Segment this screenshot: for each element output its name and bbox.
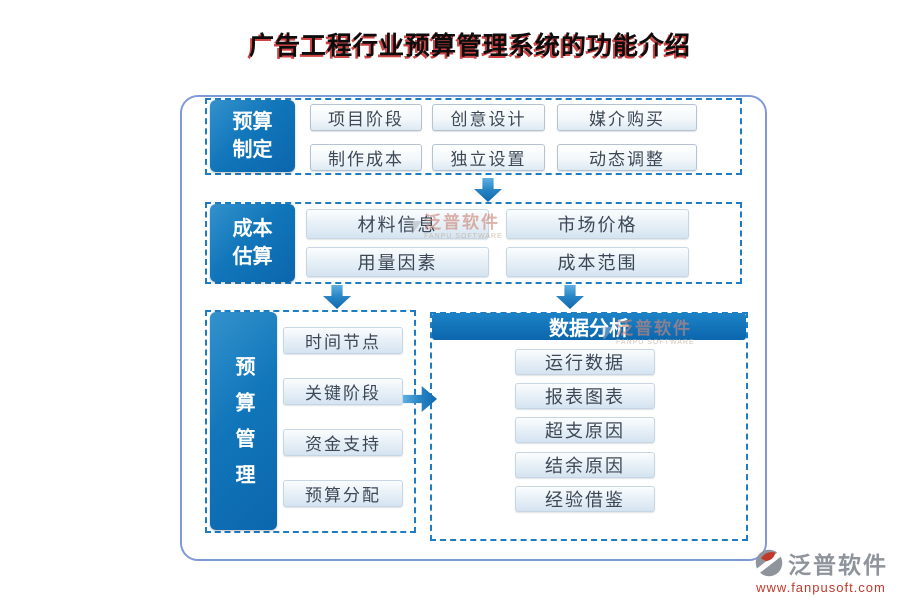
section-budget-formulation-label: 预算 制定 xyxy=(210,100,295,172)
node-market-price: 市场价格 xyxy=(506,209,689,239)
node-time-node: 时间节点 xyxy=(283,327,403,354)
section-cost-estimation-box xyxy=(205,202,742,284)
footer-brand-text: 泛普软件 xyxy=(788,553,888,578)
section-cost-estimation-label: 成本 估算 xyxy=(210,204,295,282)
footer-url: www.fanpusoft.com xyxy=(756,580,886,595)
node-fund-support: 资金支持 xyxy=(283,429,403,456)
panel-data-analysis-header: 数据分析 xyxy=(432,313,746,340)
label-line1: 成本 xyxy=(232,218,273,240)
node-cost-range: 成本范围 xyxy=(506,247,689,277)
node-report-charts: 报表图表 xyxy=(515,383,655,409)
node-material-info: 材料信息 xyxy=(306,209,489,239)
node-dynamic-adjust: 动态调整 xyxy=(557,144,697,171)
node-usage-factor: 用量因素 xyxy=(306,247,489,277)
section-budget-management-box xyxy=(205,310,416,533)
node-operation-data: 运行数据 xyxy=(515,349,655,375)
label-text: 预算 制定 xyxy=(233,108,273,164)
node-budget-alloc: 预算分配 xyxy=(283,480,403,507)
label-text: 预算管理 xyxy=(232,356,254,500)
page-title: 广告工程行业预算管理系统的功能介绍 xyxy=(248,33,691,60)
node-experience-ref: 经验借鉴 xyxy=(515,486,655,512)
node-project-phase: 项目阶段 xyxy=(310,104,422,131)
fanpu-logo-icon xyxy=(754,548,784,578)
node-production-cost: 制作成本 xyxy=(310,144,422,171)
node-overspend-cause: 超支原因 xyxy=(515,417,655,443)
section-budget-management-label: 预算管理 xyxy=(210,312,277,530)
node-media-buying: 媒介购买 xyxy=(557,104,697,131)
node-surplus-cause: 结余原因 xyxy=(515,452,655,478)
label-text: 成本 估算 xyxy=(233,215,273,271)
section-budget-formulation-box xyxy=(205,98,742,175)
footer-brand-block: 泛普软件 www.fanpusoft.com xyxy=(754,546,888,595)
node-creative-design: 创意设计 xyxy=(432,104,545,131)
node-independent-setting: 独立设置 xyxy=(432,144,545,171)
node-key-phase: 关键阶段 xyxy=(283,378,403,405)
label-line1: 预算 xyxy=(232,111,273,133)
label-line2: 制定 xyxy=(232,139,273,161)
label-line2: 估算 xyxy=(232,246,273,268)
